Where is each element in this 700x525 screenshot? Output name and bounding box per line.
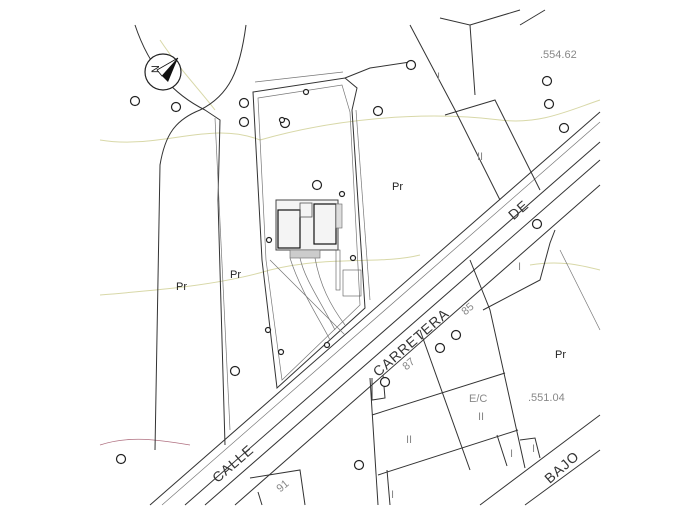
tree-icon bbox=[170, 101, 182, 113]
landuse-pr: Pr bbox=[555, 349, 566, 361]
tree-icon bbox=[129, 95, 141, 107]
landuse-ii: II bbox=[478, 411, 484, 423]
landuse-ii: II bbox=[477, 151, 483, 163]
north-label: N bbox=[150, 65, 162, 73]
elevation-label: .551.04 bbox=[528, 392, 565, 404]
elevation-label: .554.62 bbox=[540, 49, 577, 61]
parcel-lines bbox=[249, 229, 601, 506]
tree-icon bbox=[434, 342, 446, 354]
tree-icon bbox=[278, 116, 286, 124]
tree-icon bbox=[372, 105, 384, 117]
tree-icon bbox=[349, 254, 357, 262]
north-arrow-icon: N bbox=[144, 53, 182, 91]
tree-icon bbox=[379, 376, 391, 388]
tree-icon bbox=[558, 122, 570, 134]
tree-icon bbox=[265, 236, 273, 244]
road-label-de: DE bbox=[505, 197, 532, 223]
plot-boundary bbox=[252, 71, 371, 390]
contour-line bbox=[529, 262, 601, 271]
tree-icon bbox=[302, 88, 310, 96]
path-boundary bbox=[134, 24, 226, 446]
tree-icon bbox=[338, 190, 346, 198]
tree-icon bbox=[323, 341, 331, 349]
parcel-number: 91 bbox=[274, 478, 291, 495]
parcel-lines bbox=[344, 9, 546, 201]
landuse-pr: Pr bbox=[392, 181, 403, 193]
tree-icon bbox=[115, 453, 127, 465]
house-footprint bbox=[269, 199, 362, 341]
tree-icon bbox=[277, 348, 285, 356]
tree-icon bbox=[264, 326, 272, 334]
landuse-i: I bbox=[518, 261, 521, 273]
landuse-pr: Pr bbox=[230, 269, 241, 281]
path-boundary bbox=[214, 117, 231, 431]
parcel-number: 85 bbox=[459, 301, 476, 318]
landuse-i: I bbox=[437, 71, 440, 83]
tree-icon bbox=[405, 59, 417, 71]
landuse-ec: E/C bbox=[469, 393, 487, 405]
tree-icon bbox=[238, 97, 250, 109]
main-road bbox=[149, 111, 601, 506]
tree-icon bbox=[311, 179, 323, 191]
landuse-ii: II bbox=[406, 434, 412, 446]
landuse-i: I bbox=[391, 489, 394, 501]
bajo-road bbox=[479, 414, 601, 506]
trees bbox=[115, 59, 570, 471]
path-boundary bbox=[154, 24, 247, 451]
landuse-pr: Pr bbox=[176, 281, 187, 293]
tree-icon bbox=[541, 75, 553, 87]
tree-icon bbox=[450, 329, 462, 341]
tree-icon bbox=[353, 459, 365, 471]
landuse-i: I bbox=[532, 443, 535, 455]
creek-line bbox=[99, 438, 191, 446]
tree-icon bbox=[238, 116, 250, 128]
landuse-i: I bbox=[510, 448, 513, 460]
tree-icon bbox=[229, 365, 241, 377]
contour-line bbox=[99, 254, 421, 296]
tree-icon bbox=[543, 98, 555, 110]
tree-icon bbox=[531, 218, 543, 230]
